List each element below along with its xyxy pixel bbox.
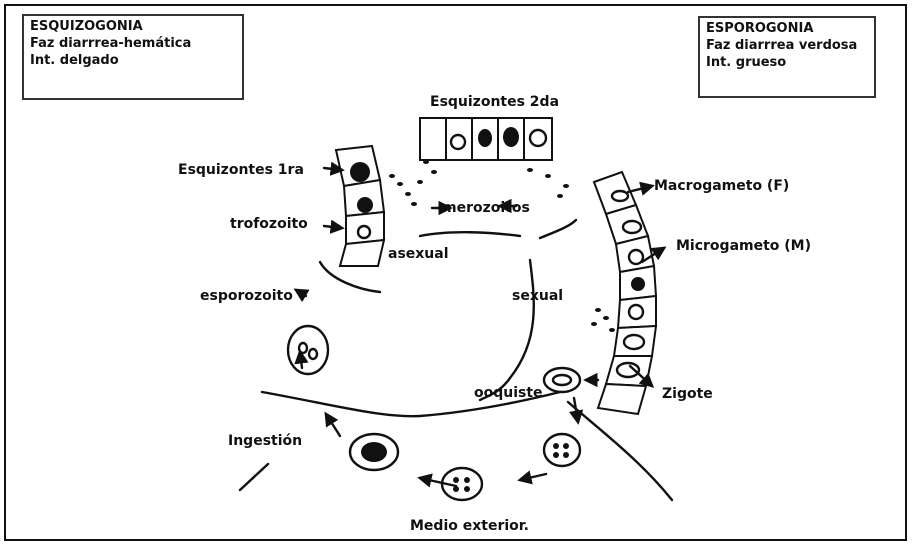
cycle-curves	[240, 220, 672, 500]
right-epithelium	[594, 172, 656, 414]
label-ooquiste: ooquiste	[474, 385, 543, 401]
label-trofozoito: trofozoito	[230, 216, 308, 232]
label-esquizontes-2da: Esquizontes 2da	[430, 94, 559, 110]
label-sexual: sexual	[512, 288, 563, 304]
label-zigote: Zigote	[662, 386, 713, 402]
label-ingestion: Ingestión	[228, 433, 302, 449]
label-microgameto: Microgameto (M)	[676, 238, 811, 254]
left-epithelium	[336, 146, 384, 266]
label-esporozoito: esporozoito	[200, 288, 293, 304]
top-epithelium	[420, 118, 552, 160]
label-medio-exterior: Medio exterior.	[410, 518, 529, 534]
oocysts	[288, 326, 580, 500]
label-asexual: asexual	[388, 246, 449, 262]
label-esquizontes-1ra: Esquizontes 1ra	[178, 162, 304, 178]
label-merozoitos: merozoitos	[442, 200, 530, 216]
label-macrogameto: Macrogameto (F)	[654, 178, 789, 194]
